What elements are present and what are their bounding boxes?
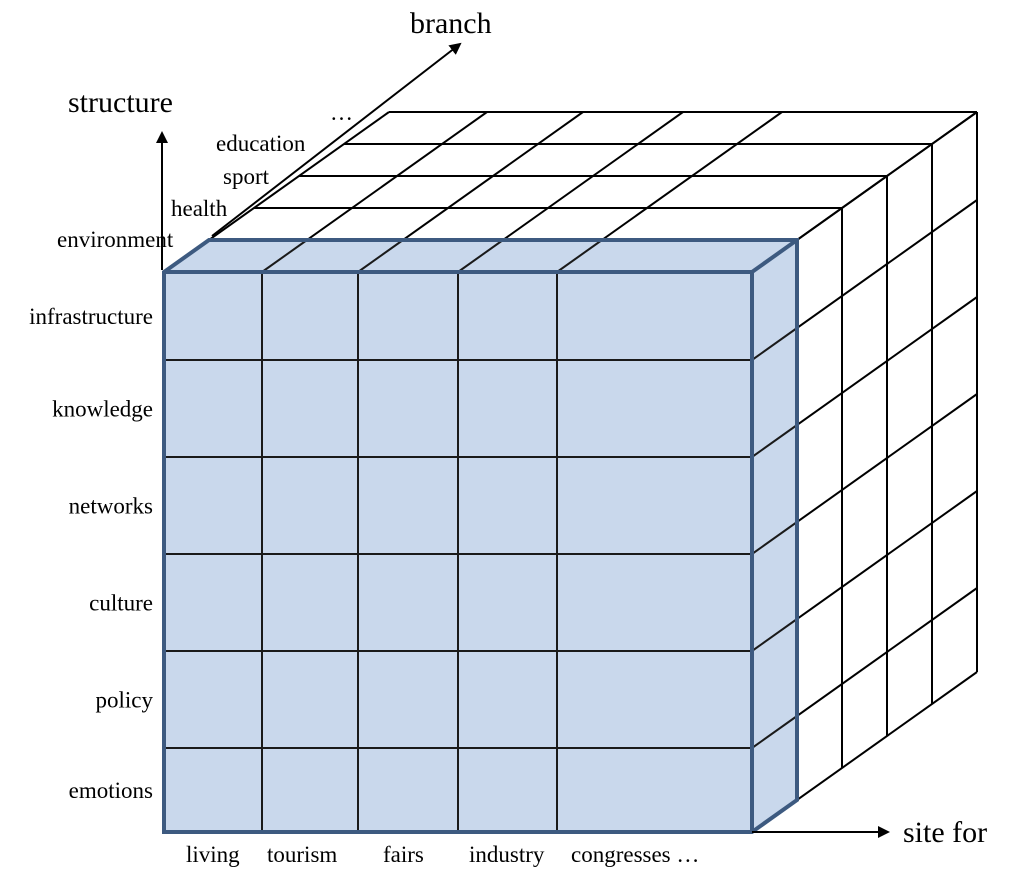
structure-category-label: policy — [96, 688, 154, 713]
slab-top-column-line — [357, 239, 404, 273]
site-category-label: living — [186, 842, 240, 867]
slab-right-row-line — [751, 618, 798, 652]
site-axis-title: site for — [903, 816, 987, 849]
slab-top-column-line — [556, 239, 603, 273]
axes — [156, 42, 890, 838]
branch-category-label: … — [330, 100, 353, 125]
structure-axis-title: structure — [68, 86, 173, 119]
branch-axis-arrow — [211, 42, 462, 237]
structure-category-labels: infrastructure knowledge networks culture po… — [29, 304, 153, 803]
slab-right-row-line — [751, 521, 798, 555]
branch-category-label: sport — [223, 164, 270, 189]
branch-category-label: health — [171, 196, 228, 221]
slab-right-face — [752, 240, 797, 832]
structure-category-label: emotions — [69, 778, 153, 803]
structure-category-label: culture — [89, 591, 153, 616]
site-category-label: tourism — [267, 842, 337, 867]
slab-right-row-line — [751, 424, 798, 458]
site-category-label: industry — [469, 842, 545, 867]
structure-category-label: infrastructure — [29, 304, 153, 329]
highlighted-front-slab — [162, 238, 799, 834]
slab-right-row-line — [751, 715, 798, 749]
branch-category-label: education — [216, 131, 306, 156]
branch-category-labels: environment health sport education … — [57, 100, 353, 252]
branch-category-label: environment — [57, 227, 174, 252]
slab-top-column-line — [261, 239, 308, 273]
slab-top-column-line — [457, 239, 504, 273]
structure-category-label: networks — [69, 494, 153, 519]
site-category-labels: living tourism fairs industry congresses … — [186, 842, 699, 867]
site-category-label: congresses … — [571, 842, 699, 867]
slab-right-row-line — [751, 327, 798, 361]
site-category-label: fairs — [383, 842, 424, 867]
structure-category-label: knowledge — [52, 397, 153, 422]
branch-axis-title: branch — [410, 7, 492, 40]
